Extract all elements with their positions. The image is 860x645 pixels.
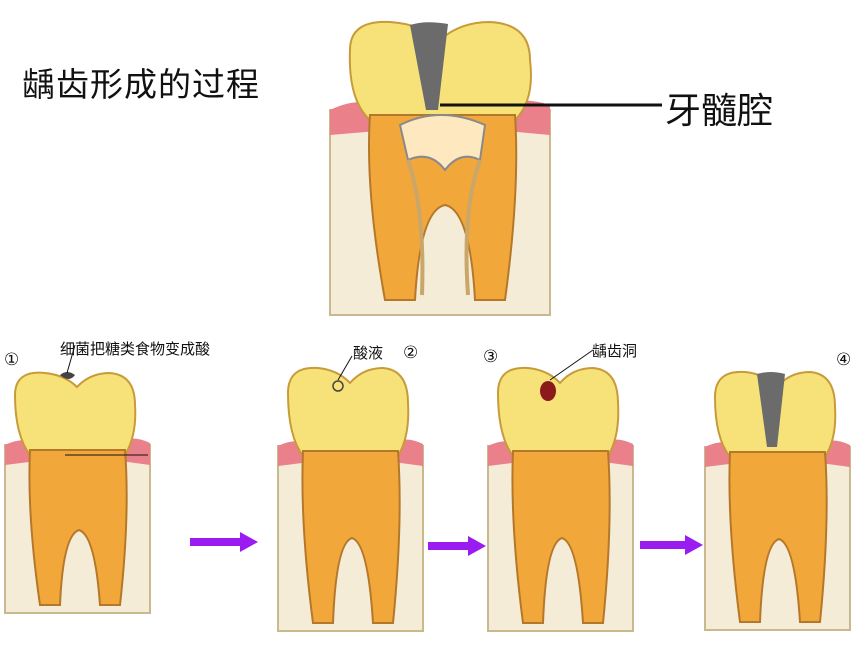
leader-line bbox=[549, 349, 594, 381]
step3-note: 龋齿洞 bbox=[592, 342, 638, 360]
leader-line bbox=[66, 344, 76, 374]
tooth-root bbox=[728, 451, 828, 623]
pulp-chamber bbox=[398, 114, 487, 172]
bacteria bbox=[60, 372, 75, 379]
large-tooth bbox=[329, 20, 551, 316]
tooth-step-1 bbox=[4, 344, 151, 614]
tooth-step-2 bbox=[277, 355, 424, 632]
tooth-root bbox=[301, 450, 401, 624]
root-canal bbox=[406, 159, 482, 296]
cavity-hole bbox=[410, 22, 448, 110]
step-number-1: ① bbox=[4, 350, 20, 370]
diagram-title: 龋齿形成的过程 bbox=[22, 65, 260, 104]
step-number-4: ④ bbox=[836, 350, 852, 370]
arrow-right-icon bbox=[640, 535, 703, 555]
leader-line bbox=[337, 355, 353, 381]
tooth-step-4 bbox=[704, 370, 851, 631]
arrow-right-icon bbox=[428, 536, 486, 556]
pulp-leader-line bbox=[440, 103, 662, 107]
tooth-crown bbox=[496, 366, 620, 457]
tooth-step-3 bbox=[487, 349, 634, 632]
arrow-right-icon bbox=[190, 532, 258, 552]
tooth-crown bbox=[13, 371, 137, 456]
acid-drop bbox=[332, 380, 344, 392]
cavity-hole bbox=[540, 381, 556, 401]
step-number-2: ② bbox=[403, 343, 419, 363]
step2-note: 酸液 bbox=[353, 344, 384, 362]
cavity-hole bbox=[757, 372, 785, 447]
tooth-root bbox=[511, 450, 611, 624]
tooth-crown bbox=[286, 366, 410, 457]
step-number-3: ③ bbox=[483, 347, 499, 367]
tooth-root bbox=[28, 449, 128, 606]
step1-note: 细菌把糖类食物变成酸 bbox=[60, 340, 211, 358]
pulp-cavity-label: 牙髓腔 bbox=[665, 91, 774, 132]
